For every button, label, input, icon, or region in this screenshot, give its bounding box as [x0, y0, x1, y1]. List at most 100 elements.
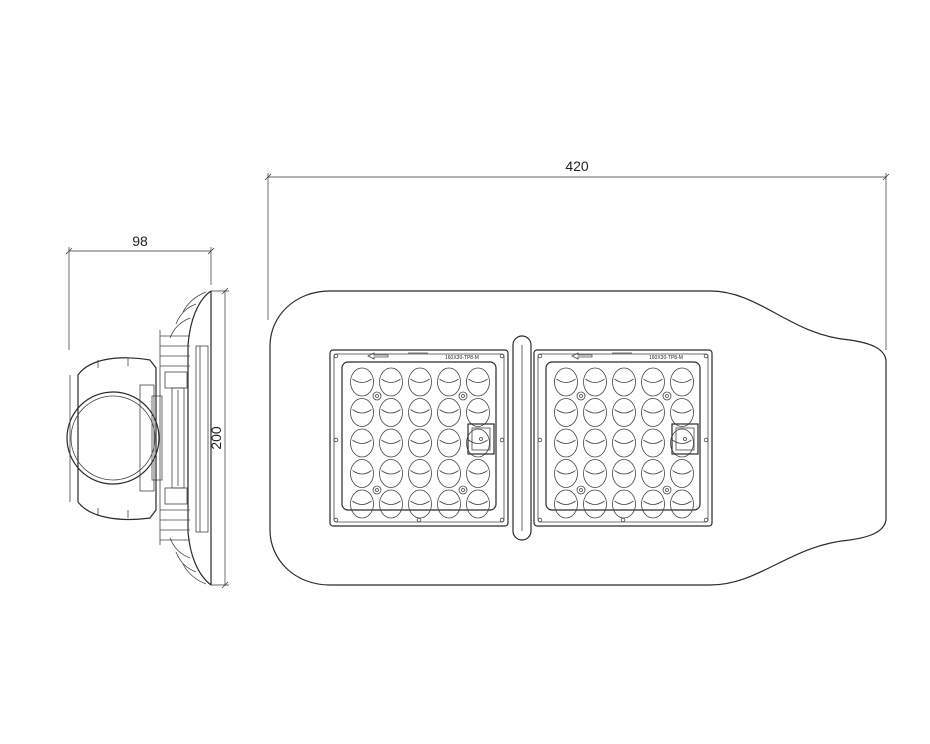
- led-lens: [437, 489, 461, 519]
- dimension-200-label: 200: [208, 426, 224, 450]
- led-lens: [670, 428, 694, 458]
- lens-contour: [672, 409, 692, 414]
- led-lens: [437, 398, 461, 427]
- led-lens: [670, 398, 694, 427]
- module-label: 160X30-TP8-M: [445, 355, 479, 361]
- led-lens: [466, 489, 490, 519]
- lens-contour: [410, 470, 430, 475]
- screw-icon: [499, 517, 505, 523]
- module-frame: [533, 349, 713, 527]
- lens-screw-center: [579, 488, 583, 492]
- lens-contour: [556, 409, 576, 414]
- screw-icon: [416, 517, 422, 523]
- led-lens: [466, 459, 490, 488]
- lens-contour: [672, 439, 692, 444]
- lens-contour: [643, 409, 663, 414]
- lens-contour: [468, 470, 488, 475]
- led-lens: [379, 398, 403, 427]
- led-lens: [554, 489, 578, 519]
- led-lens: [583, 398, 607, 427]
- lens-contour: [556, 378, 576, 383]
- lens-contour: [556, 500, 576, 505]
- led-lens: [583, 459, 607, 488]
- lens-screw-center: [665, 488, 669, 492]
- lens-contour: [468, 500, 488, 505]
- connector-inner: [471, 427, 491, 451]
- led-lens: [466, 428, 490, 458]
- lens-contour: [672, 470, 692, 475]
- led-lens: [583, 367, 607, 397]
- led-lens: [379, 428, 403, 458]
- lens-screw-center: [665, 394, 669, 398]
- lens-contour: [410, 409, 430, 414]
- led-lens: [350, 428, 374, 458]
- lens-contour: [468, 439, 488, 444]
- led-lens: [641, 398, 665, 427]
- led-lens: [554, 367, 578, 397]
- lens-contour: [643, 470, 663, 475]
- lens-screw-icon: [458, 485, 468, 495]
- lens-contour: [556, 439, 576, 444]
- housing-outline: [269, 290, 887, 586]
- lens-contour: [614, 439, 634, 444]
- lens-contour: [643, 378, 663, 383]
- lens-contour: [468, 378, 488, 383]
- connector-box: [671, 423, 699, 455]
- led-lens: [583, 489, 607, 519]
- lens-screw-icon: [662, 485, 672, 495]
- lens-screw-center: [461, 394, 465, 398]
- led-lens: [350, 367, 374, 397]
- led-lens: [379, 489, 403, 519]
- led-lens: [670, 367, 694, 397]
- led-lens: [379, 367, 403, 397]
- led-lens: [350, 398, 374, 427]
- led-lens: [612, 398, 636, 427]
- pole-clamp: [66, 357, 160, 521]
- arrow-icon: [571, 352, 593, 360]
- led-lens: [641, 459, 665, 488]
- connector-hole: [479, 437, 483, 441]
- led-lens: [612, 459, 636, 488]
- led-lens: [466, 367, 490, 397]
- led-lens: [437, 459, 461, 488]
- lens-contour: [439, 439, 459, 444]
- screw-icon: [703, 517, 709, 523]
- screw-icon: [537, 437, 543, 443]
- lens-contour: [585, 439, 605, 444]
- lens-contour: [410, 500, 430, 505]
- lens-screw-center: [461, 488, 465, 492]
- module-inner-frame: [333, 353, 505, 523]
- lens-contour: [352, 500, 372, 505]
- lens-contour: [439, 378, 459, 383]
- led-lens: [670, 459, 694, 488]
- screw-icon: [537, 517, 543, 523]
- led-lens: [612, 428, 636, 458]
- led-lens: [408, 398, 432, 427]
- lens-screw-icon: [372, 391, 382, 401]
- module-frame: [329, 349, 509, 527]
- top-view: 420 160X30-TP8-M 160X30-TP8-M: [264, 158, 890, 586]
- led-lens: [408, 367, 432, 397]
- screw-icon: [333, 437, 339, 443]
- lens-contour: [556, 470, 576, 475]
- led-lens: [670, 489, 694, 519]
- dimension-420: 420: [264, 158, 890, 350]
- led-lens: [350, 459, 374, 488]
- led-lens: [641, 428, 665, 458]
- arrow-icon: [367, 352, 389, 360]
- screw-icon: [333, 353, 339, 359]
- lens-contour: [672, 378, 692, 383]
- led-lens: [350, 489, 374, 519]
- lens-contour: [468, 409, 488, 414]
- lens-contour: [614, 500, 634, 505]
- lens-contour: [585, 409, 605, 414]
- screw-icon: [499, 437, 505, 443]
- led-lens: [554, 428, 578, 458]
- lens-contour: [352, 409, 372, 414]
- led-lens: [437, 428, 461, 458]
- lens-contour: [614, 470, 634, 475]
- module-label: 160X30-TP8-M: [649, 355, 683, 361]
- led-lens: [612, 489, 636, 519]
- dimension-98-label: 98: [132, 233, 148, 249]
